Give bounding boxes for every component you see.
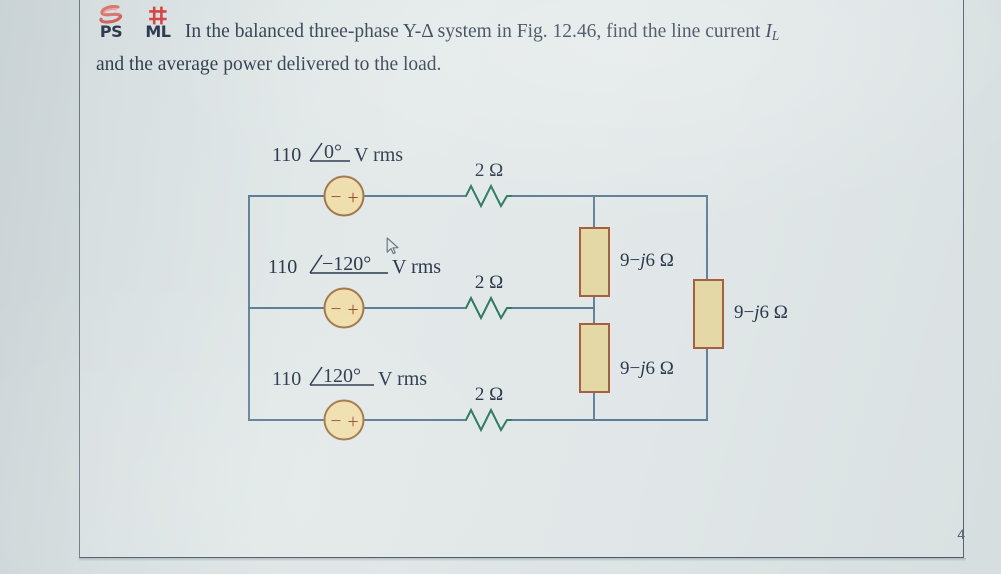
problem-text-part-b: system in Fig. 12.46, find the line curr…: [432, 21, 766, 42]
document-page-sheet: [79, 0, 966, 561]
mouse-cursor-pointer: [386, 237, 399, 255]
badge-ml-label: ML: [145, 22, 171, 41]
badge-ps-label: PS: [99, 22, 123, 41]
ml-grid-icon: [144, 4, 172, 28]
problem-header: PS ML In the balanced three-phase Y-Δ sy…: [96, 4, 986, 79]
badge-ps: PS: [96, 4, 126, 41]
page-number: 4: [957, 526, 965, 542]
problem-text-part-a: In the balanced three-phase Y-: [184, 21, 422, 42]
ps-swirl-icon: [96, 4, 126, 28]
line-current-subscript: L: [771, 27, 780, 43]
line-current-symbol: I: [765, 21, 772, 42]
badge-ml: ML: [144, 4, 172, 41]
problem-statement-line-2: and the average power delivered to the l…: [96, 53, 442, 75]
problem-statement-line-1: In the balanced three-phase Y-Δ system i…: [184, 21, 780, 43]
delta-symbol: Δ: [421, 21, 433, 42]
